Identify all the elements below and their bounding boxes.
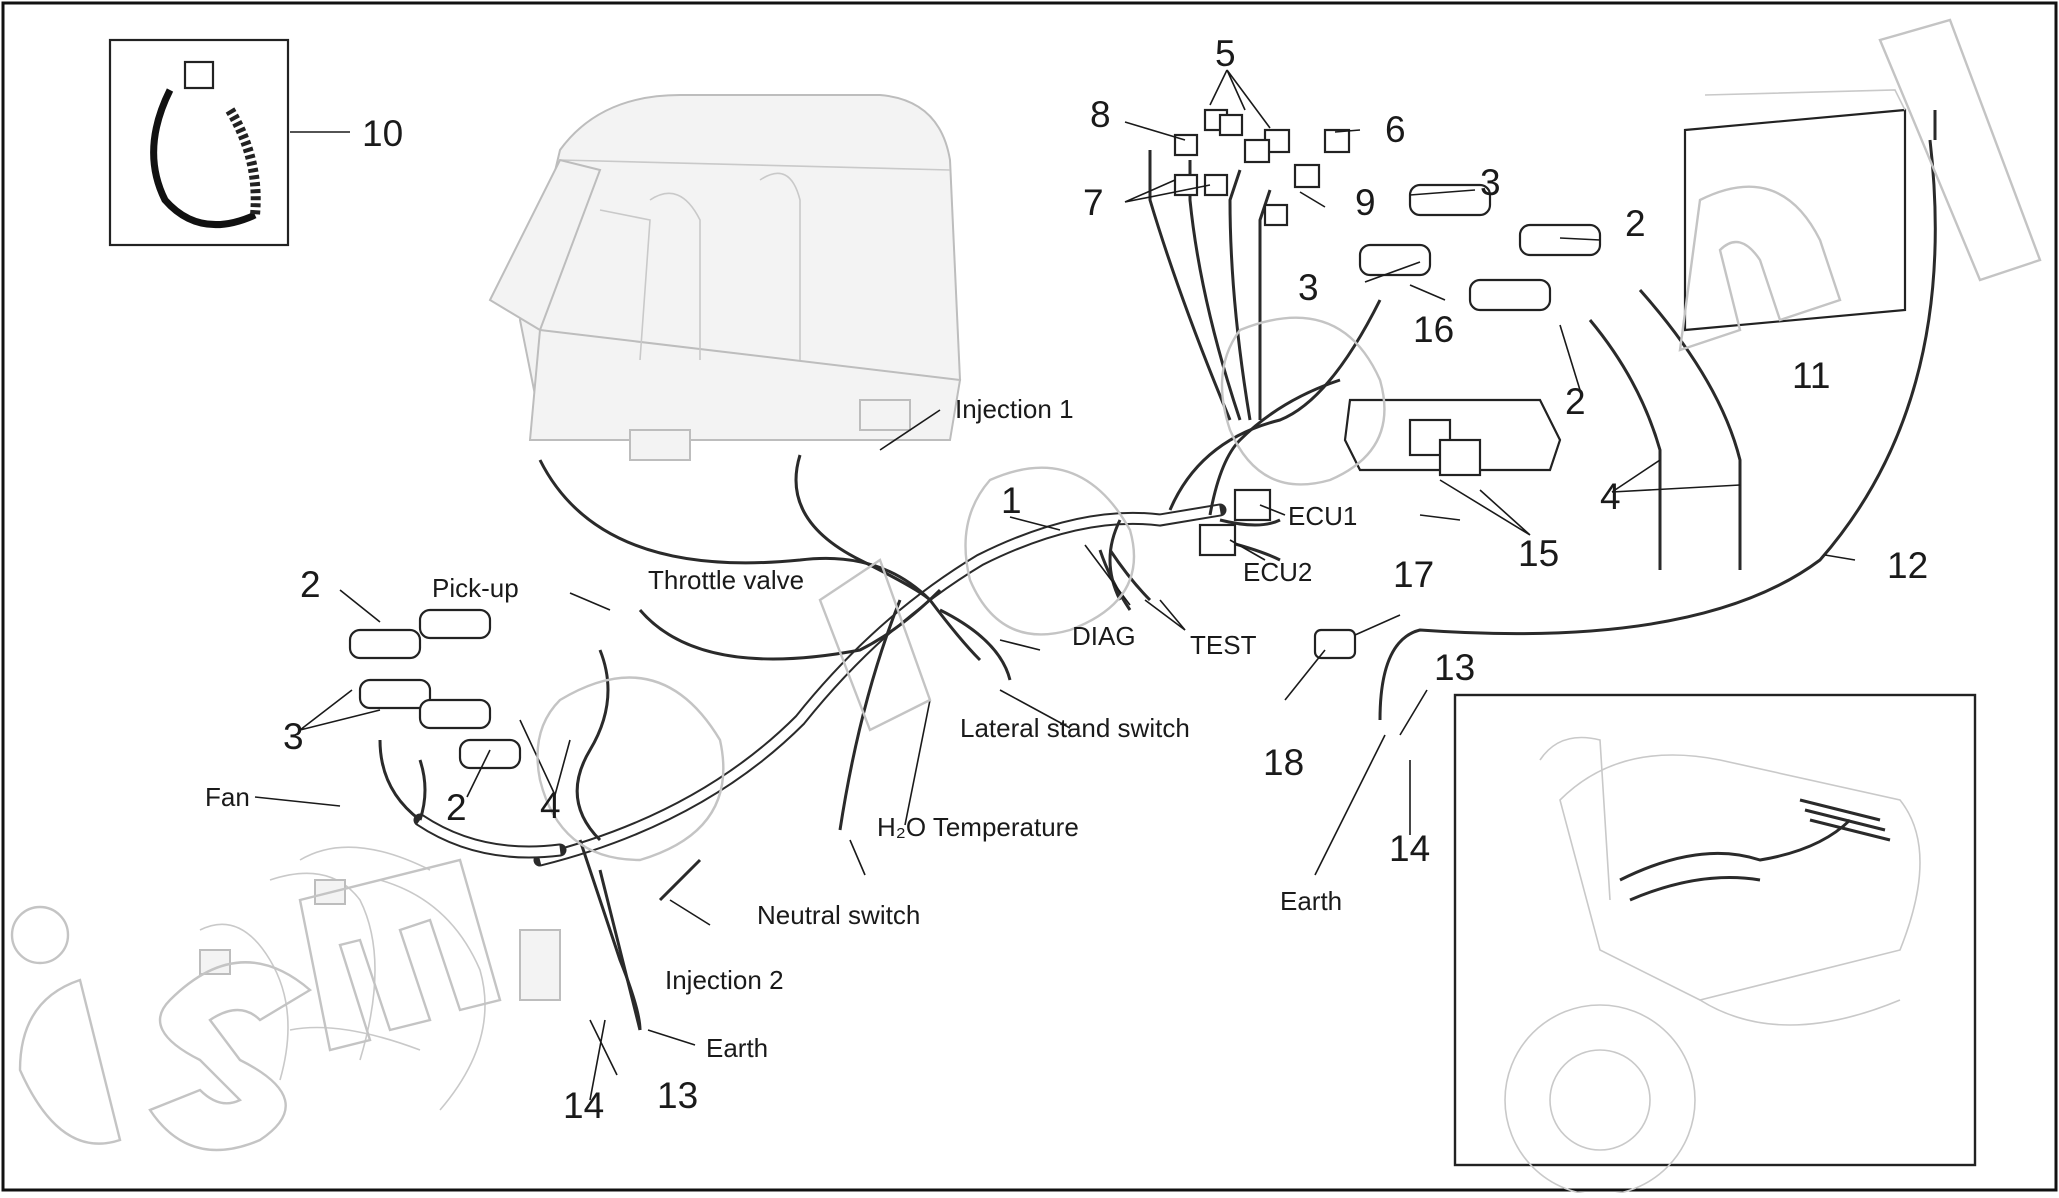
- callout-6: 6: [1385, 109, 1406, 150]
- label-ecu2: ECU2: [1243, 557, 1312, 587]
- callout-13-right: 13: [1434, 647, 1475, 688]
- callout-13-left: 13: [657, 1075, 698, 1116]
- label-h2o-temperature: H₂O Temperature: [877, 812, 1079, 842]
- callout-7: 7: [1083, 182, 1104, 223]
- callout-18: 18: [1263, 742, 1304, 783]
- callout-14-left: 14: [563, 1085, 604, 1126]
- label-lateral-stand-switch: Lateral stand switch: [960, 713, 1190, 743]
- callout-4-left: 4: [540, 785, 561, 826]
- main-wiring-harness: [378, 110, 1937, 1031]
- callout-15: 15: [1518, 533, 1559, 574]
- label-test: TEST: [1190, 630, 1257, 660]
- callout-3-left: 3: [283, 716, 304, 757]
- text-labels: Injection 1 Pick-up Throttle valve ECU1 …: [205, 394, 1357, 1063]
- callout-2-lower: 2: [446, 787, 467, 828]
- airbox-illustration: [488, 94, 962, 461]
- watermark-ismoto: [10, 18, 2042, 1152]
- label-earth-right: Earth: [1280, 886, 1342, 916]
- callout-9: 9: [1355, 182, 1376, 223]
- callout-17: 17: [1393, 554, 1434, 595]
- callout-2-top: 2: [1625, 203, 1646, 244]
- callout-14-right: 14: [1389, 828, 1430, 869]
- label-fan: Fan: [205, 782, 250, 812]
- label-neutral-switch: Neutral switch: [757, 900, 920, 930]
- label-injection-2: Injection 2: [665, 965, 784, 995]
- leader-lines: [254, 69, 1856, 1101]
- callout-12: 12: [1887, 545, 1928, 586]
- callout-16: 16: [1413, 309, 1454, 350]
- parts: [108, 38, 1977, 1196]
- label-diag: DIAG: [1072, 621, 1136, 651]
- label-ecu1: ECU1: [1288, 501, 1357, 531]
- label-throttle-valve: Throttle valve: [648, 565, 804, 595]
- callout-10: 10: [362, 113, 403, 154]
- callout-1: 1: [1001, 480, 1022, 521]
- callout-8: 8: [1090, 94, 1111, 135]
- callout-2-left: 2: [300, 564, 321, 605]
- label-injection-1: Injection 1: [955, 394, 1074, 424]
- side-harness-illustration: [199, 846, 561, 1111]
- label-pick-up: Pick-up: [432, 573, 519, 603]
- callout-5: 5: [1215, 33, 1236, 74]
- callout-3-mid: 3: [1298, 267, 1319, 308]
- label-earth-left: Earth: [706, 1033, 768, 1063]
- callout-4-right: 4: [1600, 476, 1621, 517]
- callout-11: 11: [1792, 355, 1830, 396]
- callout-numbers: 10 5 8 6 7 9 3 2 3 16 2 11 4 15 17 12 13…: [283, 33, 1928, 1126]
- callout-3-top: 3: [1480, 162, 1501, 203]
- callout-2-mid: 2: [1565, 381, 1586, 422]
